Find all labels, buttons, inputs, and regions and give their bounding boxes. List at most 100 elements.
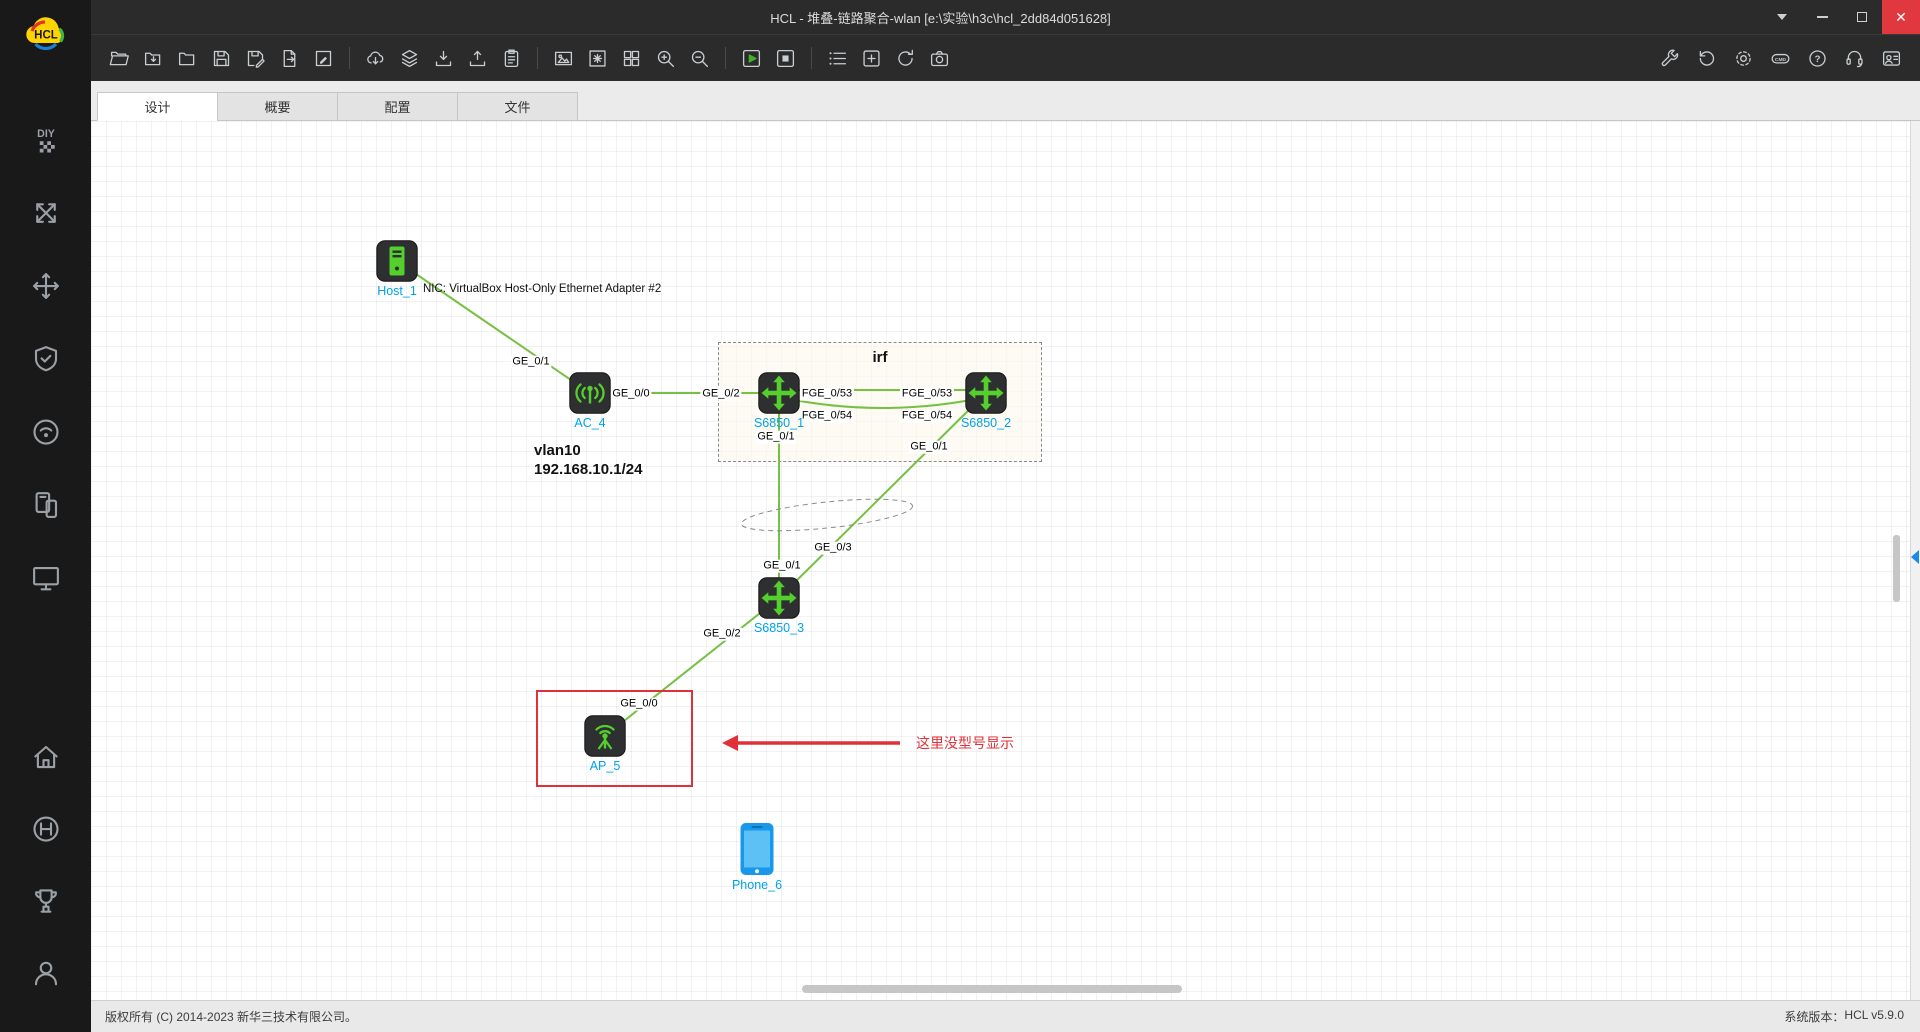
device-label: Host_1 — [377, 284, 417, 298]
support-icon[interactable] — [1842, 46, 1867, 71]
tab-file[interactable]: 文件 — [457, 92, 578, 121]
user-icon[interactable] — [28, 955, 64, 991]
switch-device-icon — [758, 577, 800, 619]
minimize-icon — [1816, 16, 1828, 18]
tab-label: 文件 — [504, 100, 531, 115]
note-text[interactable]: 这里没型号显示 — [916, 735, 1014, 751]
topology-link[interactable] — [604, 597, 780, 737]
sidebar-bottom-icons — [28, 739, 64, 991]
device-AC_4[interactable]: AC_4 — [569, 372, 611, 430]
hcl-logo[interactable]: HCL — [19, 8, 73, 56]
sidebar-top-icons: DIY — [28, 122, 64, 596]
vertical-scrollbar[interactable] — [1893, 535, 1900, 602]
version-label: 系统版本： — [1784, 1010, 1845, 1024]
report-icon[interactable] — [825, 46, 850, 71]
download-icon[interactable] — [431, 46, 456, 71]
close-button[interactable]: ✕ — [1882, 0, 1920, 34]
ap-device-icon — [584, 715, 626, 757]
account-icon[interactable] — [1879, 46, 1904, 71]
copyright-text: 版权所有 (C) 2014-2023 新华三技术有限公司。 — [105, 1010, 358, 1024]
topology-link[interactable] — [778, 396, 987, 409]
cmd-icon[interactable]: CMD — [1768, 46, 1793, 71]
menu-dropdown-icon[interactable] — [1762, 0, 1802, 34]
h3c-icon[interactable] — [28, 811, 64, 847]
shield-icon[interactable] — [28, 341, 64, 377]
cloud-download-icon[interactable] — [363, 46, 388, 71]
camera-icon[interactable] — [927, 46, 952, 71]
grid-icon[interactable] — [619, 46, 644, 71]
annotation-arrowhead — [722, 735, 738, 751]
topology-link[interactable] — [396, 260, 591, 394]
vlan-line1: vlan10 — [534, 442, 581, 459]
svg-text:?: ? — [1815, 53, 1821, 64]
multi-link-icon[interactable] — [28, 195, 64, 231]
device-label: AP_5 — [589, 759, 621, 773]
switch-device-icon — [965, 372, 1007, 414]
tools-icon[interactable] — [1657, 46, 1682, 71]
highlight-box[interactable] — [536, 690, 693, 787]
help-icon[interactable]: ? — [1805, 46, 1830, 71]
device-S6850_3[interactable]: S6850_3 — [754, 577, 804, 635]
trophy-icon[interactable] — [28, 883, 64, 919]
tab-config[interactable]: 配置 — [337, 92, 458, 121]
diy-icon[interactable]: DIY — [28, 122, 64, 158]
upload-icon[interactable] — [465, 46, 490, 71]
device-label: AC_4 — [574, 416, 606, 430]
version-value: HCL v5.9.0 — [1844, 1008, 1904, 1022]
reset-icon[interactable] — [893, 46, 918, 71]
settings-icon[interactable] — [1731, 46, 1756, 71]
device-S6850_2[interactable]: S6850_2 — [961, 372, 1011, 430]
host-device-icon — [376, 240, 418, 282]
tab-design[interactable]: 设计 — [97, 92, 218, 121]
device-label: S6850_3 — [753, 621, 805, 635]
vlan-annotation[interactable]: vlan10 192.168.10.1/24 — [534, 441, 642, 479]
monitor-icon[interactable] — [28, 560, 64, 596]
folder-icon[interactable] — [175, 46, 200, 71]
maximize-button[interactable] — [1842, 0, 1882, 34]
start-icon[interactable] — [739, 46, 764, 71]
import-topo-icon[interactable] — [141, 46, 166, 71]
zoom-out-icon[interactable] — [687, 46, 712, 71]
move-icon[interactable] — [28, 268, 64, 304]
minimize-button[interactable] — [1802, 0, 1842, 34]
zoom-in-icon[interactable] — [653, 46, 678, 71]
devices-icon[interactable] — [28, 487, 64, 523]
toolbar-left — [107, 46, 952, 71]
maximize-icon — [1857, 12, 1867, 22]
device-label: Phone_6 — [731, 878, 783, 892]
device-S6850_1[interactable]: S6850_1 — [754, 372, 804, 430]
snap-icon[interactable] — [585, 46, 610, 71]
wireless-icon[interactable] — [28, 414, 64, 450]
save-icon[interactable] — [209, 46, 234, 71]
expand-panel-arrow[interactable] — [1911, 550, 1919, 564]
save-as-icon[interactable] — [243, 46, 268, 71]
toolbar-separator — [349, 47, 350, 69]
switch-device-icon — [758, 372, 800, 414]
dropdown-triangle-icon — [1777, 14, 1787, 20]
layers-icon[interactable] — [397, 46, 422, 71]
open-project-icon[interactable] — [107, 46, 132, 71]
device-Phone_6[interactable]: Phone_6 — [732, 822, 782, 892]
home-icon[interactable] — [28, 739, 64, 775]
screenshot-icon[interactable] — [551, 46, 576, 71]
device-Host_1[interactable]: Host_1 — [376, 240, 418, 298]
stop-icon[interactable] — [773, 46, 798, 71]
history-icon[interactable] — [1694, 46, 1719, 71]
edit-icon[interactable] — [311, 46, 336, 71]
export-icon[interactable] — [277, 46, 302, 71]
svg-text:DIY: DIY — [37, 128, 55, 140]
device-label: S6850_1 — [753, 416, 805, 430]
clipboard-icon[interactable] — [499, 46, 524, 71]
status-bar: 版权所有 (C) 2014-2023 新华三技术有限公司。 系统版本： HCL … — [91, 1000, 1920, 1032]
horizontal-scrollbar[interactable] — [802, 985, 1182, 993]
toolbar-separator — [537, 47, 538, 69]
irf-ellipse[interactable] — [740, 493, 914, 537]
tab-overview[interactable]: 概要 — [217, 92, 338, 121]
nic-annotation[interactable]: NIC: VirtualBox Host-Only Ethernet Adapt… — [423, 283, 662, 295]
device-AP_5[interactable]: AP_5 — [584, 715, 626, 773]
toolbar-separator — [725, 47, 726, 69]
add-note-icon[interactable] — [859, 46, 884, 71]
vlan-line2: 192.168.10.1/24 — [534, 461, 643, 478]
topology-link[interactable] — [778, 392, 987, 599]
